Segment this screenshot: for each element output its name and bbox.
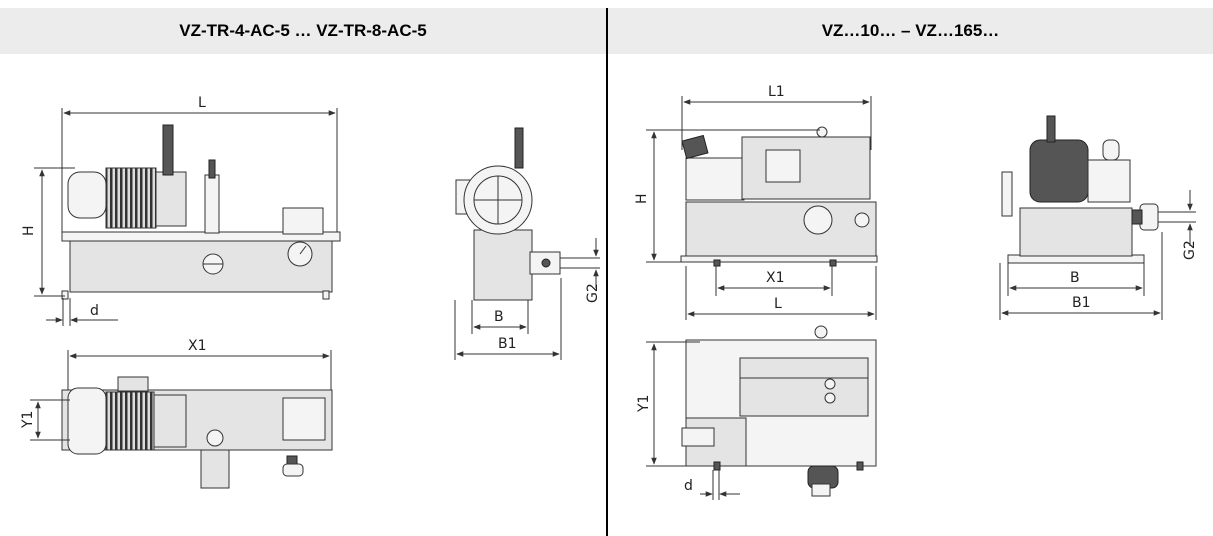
- motor-fins: [105, 167, 157, 229]
- dim-L-right: L: [774, 296, 782, 312]
- top-cap-icon: [814, 325, 828, 339]
- dim-d-right: d: [684, 478, 693, 494]
- dim-X1: X1: [188, 338, 207, 354]
- left-top-view: X1 Y1: [20, 338, 333, 489]
- fill-cap-icon: [803, 205, 833, 235]
- level-window-icon: [854, 212, 870, 228]
- left-end-view: G2 B B1: [454, 127, 601, 360]
- dim-Y1-right: Y1: [636, 395, 652, 413]
- end-motor: [1029, 139, 1089, 203]
- intake-pipe: [162, 124, 174, 176]
- header-left: VZ-TR-4-AC-5 … VZ-TR-8-AC-5: [0, 8, 606, 54]
- dim-B-right: B: [1070, 270, 1080, 286]
- dim-Y1-left: Y1: [20, 411, 36, 429]
- header-right: VZ…10… – VZ…165…: [608, 8, 1213, 54]
- right-side-view: L1 H X1 L: [634, 84, 878, 320]
- dim-L: L: [198, 95, 206, 111]
- dim-L1: L1: [768, 84, 785, 100]
- end-port-right: [1139, 203, 1159, 231]
- valve-stem: [204, 174, 220, 234]
- dim-B1-right: B1: [1072, 295, 1091, 311]
- column-divider: [606, 8, 608, 536]
- pump-housing: [685, 157, 745, 201]
- dim-H: H: [21, 225, 37, 236]
- header-right-title: VZ…10… – VZ…165…: [821, 21, 1000, 40]
- top-motor: [739, 357, 869, 417]
- right-end-view: G2 B B1: [999, 115, 1198, 320]
- pump-head: [155, 171, 187, 227]
- end-body: [473, 229, 533, 301]
- motor-housing: [741, 136, 871, 200]
- right-top-view: Y1 d: [636, 325, 877, 500]
- base-plate: [61, 231, 341, 242]
- junction-box-top: [282, 397, 326, 441]
- dim-B1-left: B1: [498, 336, 517, 352]
- dim-X1-right: X1: [766, 270, 785, 286]
- dim-H-right: H: [634, 193, 650, 204]
- left-side-view: L H d: [21, 95, 341, 326]
- dim-G2-left: G2: [585, 283, 601, 303]
- dim-d: d: [90, 303, 99, 319]
- motor-end-cap: [67, 171, 107, 219]
- sight-glass-top-icon: [206, 429, 224, 447]
- end-base: [1019, 207, 1133, 257]
- dim-B-left: B: [494, 309, 504, 325]
- pump-base: [685, 201, 877, 259]
- dim-G2-right: G2: [1182, 240, 1198, 260]
- header-left-title: VZ-TR-4-AC-5 … VZ-TR-8-AC-5: [179, 21, 427, 40]
- junction-box: [282, 207, 324, 235]
